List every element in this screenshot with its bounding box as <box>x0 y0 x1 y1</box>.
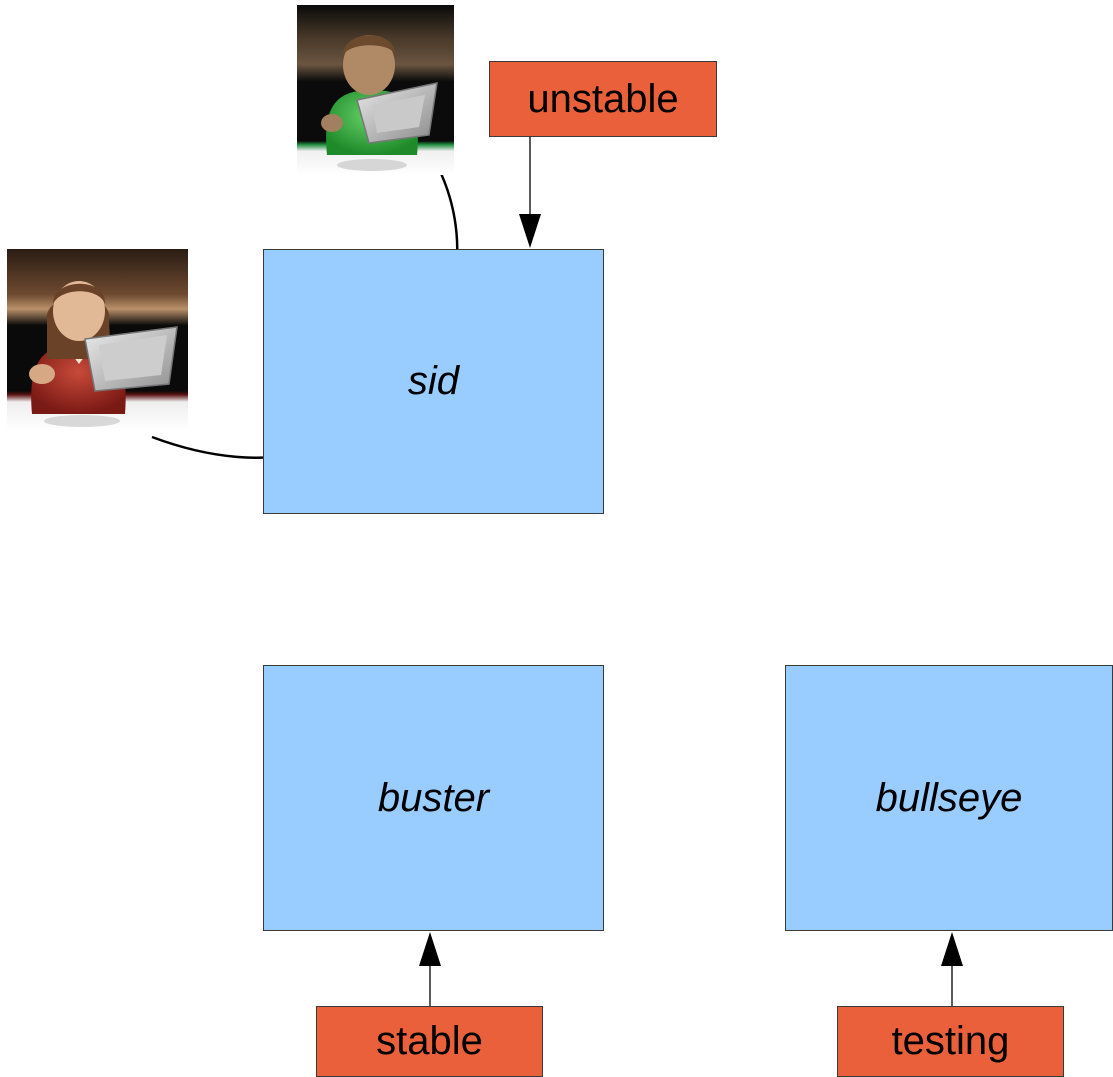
tag-stable-label: stable <box>376 1019 483 1063</box>
tag-unstable: unstable <box>489 61 717 137</box>
suite-sid: sid <box>263 249 604 514</box>
arrowhead-stable <box>419 932 441 966</box>
tag-testing-label: testing <box>891 1019 1010 1063</box>
male-developer-avatar <box>297 5 454 175</box>
suite-bullseye: bullseye <box>785 665 1113 931</box>
tag-stable: stable <box>316 1006 543 1077</box>
arrowhead-testing <box>941 932 963 966</box>
user-with-laptop-icon <box>297 5 454 175</box>
tag-unstable-label: unstable <box>527 76 679 121</box>
arrowhead-unstable <box>519 214 541 248</box>
user-with-laptop-icon <box>7 249 188 431</box>
suite-sid-label: sid <box>407 359 460 403</box>
female-developer-avatar <box>7 249 188 431</box>
suite-buster-label: buster <box>377 775 490 820</box>
tag-testing: testing <box>837 1006 1064 1077</box>
suite-bullseye-label: bullseye <box>875 775 1023 820</box>
suite-buster: buster <box>263 665 604 931</box>
